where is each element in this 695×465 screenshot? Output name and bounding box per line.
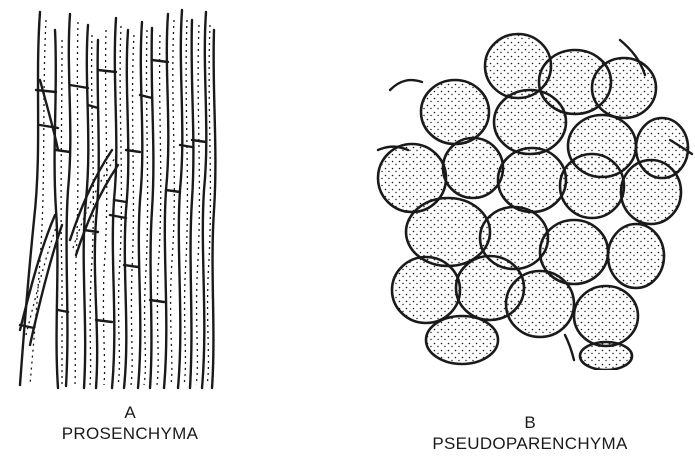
pseudoparenchyma-cell: [426, 316, 498, 364]
hypha-wall: [84, 25, 89, 388]
hypha-wall: [20, 12, 40, 385]
hypha-wall: [164, 14, 168, 388]
pseudoparenchyma-cell: [443, 138, 503, 198]
pseudoparenchyma-cell: [392, 257, 460, 323]
pseudoparenchyma-cell: [574, 286, 638, 346]
hypha-wall: [212, 30, 215, 388]
cell-wall-fragment: [565, 335, 574, 360]
hypha-wall: [55, 30, 58, 388]
prosenchyma-drawing: [0, 0, 250, 400]
pseudoparenchyma-cell: [580, 342, 632, 370]
pseudoparenchyma-drawing: [370, 20, 695, 370]
pseudoparenchyma-cell: [560, 154, 624, 218]
hypha-wall: [95, 40, 99, 388]
pseudoparenchyma-svg: [370, 20, 695, 370]
hypha-wall: [70, 150, 112, 240]
hypha-wall: [112, 18, 116, 388]
hypha-wall: [202, 12, 206, 388]
prosenchyma-svg: [0, 0, 250, 400]
pseudoparenchyma-cell: [506, 271, 574, 337]
hypha-wall: [138, 22, 142, 388]
figure-letter: B: [400, 412, 660, 433]
pseudoparenchyma-cell: [494, 90, 566, 154]
hypha-wall: [190, 20, 193, 388]
pseudoparenchyma-cell: [498, 148, 566, 212]
pseudoparenchyma-cell: [592, 58, 656, 118]
pseudoparenchyma-cell: [406, 198, 490, 266]
hypha-wall: [66, 14, 70, 386]
hypha-wall: [150, 28, 153, 388]
figure-name: PROSENCHYMA: [20, 423, 240, 444]
hypha-wall: [178, 10, 182, 388]
figure-name: PSEUDOPARENCHYMA: [400, 433, 660, 454]
cell-wall-fragment: [390, 80, 422, 90]
pseudoparenchyma-cell: [608, 224, 664, 288]
caption-prosenchyma: A PROSENCHYMA: [20, 402, 240, 444]
caption-pseudoparenchyma: B PSEUDOPARENCHYMA: [400, 412, 660, 454]
figure-letter: A: [20, 402, 240, 423]
pseudoparenchyma-cell: [421, 80, 489, 144]
hypha-wall: [124, 30, 128, 388]
pseudoparenchyma-cell: [621, 160, 681, 224]
